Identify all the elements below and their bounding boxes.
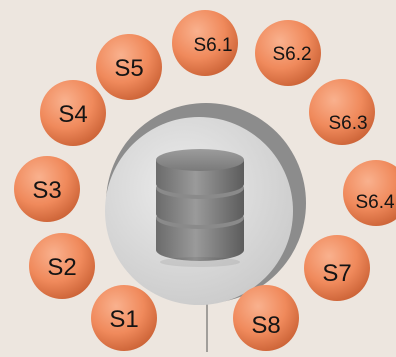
node-label: S5 (114, 55, 143, 82)
node-s6-2: S6.2 (255, 20, 321, 86)
node-label: S6.3 (328, 113, 367, 134)
node-s8: S8 (233, 285, 299, 351)
node-label: S1 (109, 306, 138, 333)
node-label: S6.4 (355, 192, 395, 213)
node-s6-1: S6.1 (172, 10, 238, 76)
node-label: S8 (251, 312, 280, 339)
node-s3: S3 (14, 156, 80, 222)
node-s5: S5 (96, 34, 162, 100)
node-s6-4: S6.4 (343, 160, 396, 226)
database-icon (156, 149, 244, 267)
nodes-layer: S1 S2 S3 S4 S5 S6.1 S6.2 S6.3 (14, 10, 396, 351)
node-s4: S4 (40, 80, 106, 146)
node-label: S4 (58, 101, 87, 128)
node-s1: S1 (91, 285, 157, 351)
node-s6-3: S6.3 (309, 79, 375, 145)
node-s7: S7 (304, 235, 370, 301)
node-label: S7 (322, 260, 351, 287)
node-label: S2 (47, 254, 76, 281)
node-label: S3 (32, 177, 61, 204)
node-s2: S2 (29, 233, 95, 299)
node-label: S6.2 (272, 44, 311, 65)
node-label: S6.1 (193, 35, 232, 56)
